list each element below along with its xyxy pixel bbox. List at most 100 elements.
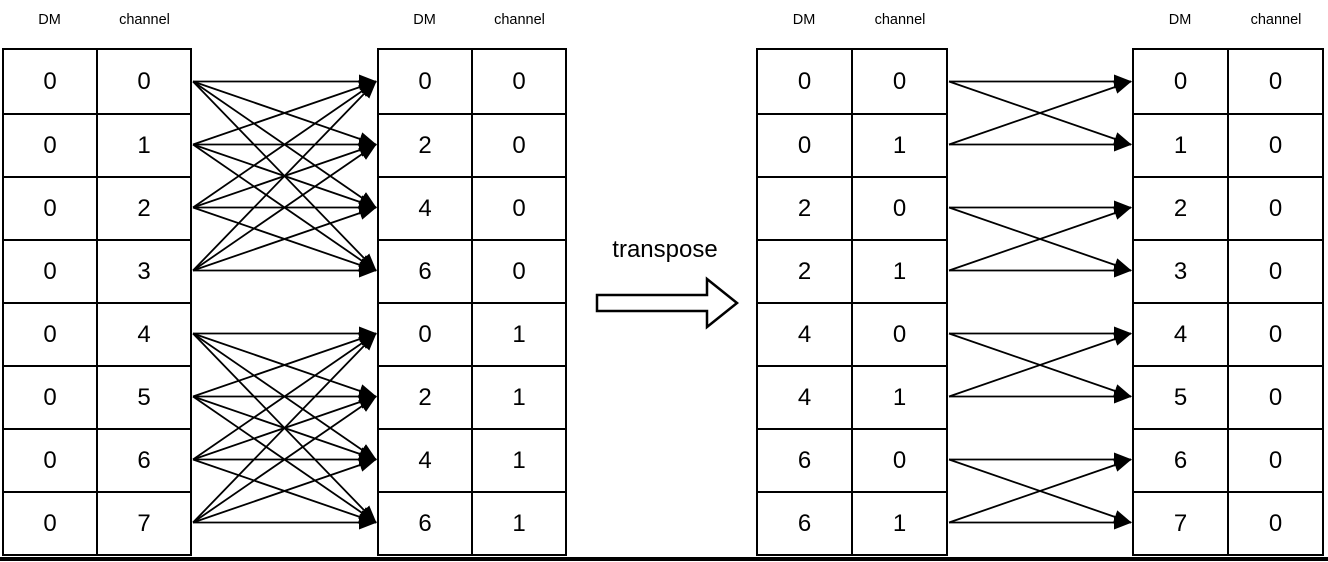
table-header-row: DM channel [756,8,948,32]
mapping-arrow [192,458,377,524]
mapping-arrow [192,80,377,209]
cell-channel: 0 [137,67,151,95]
mapping-arrow [192,458,377,524]
cell-dm: 1 [1134,115,1229,176]
mapping-arrow [192,395,377,524]
cell-dm: 0 [4,178,98,239]
cell-dm: 2 [758,241,853,302]
cell-dm: 2 [379,367,473,428]
cell-channel: 0 [512,257,526,285]
cell-channel: 1 [137,131,151,159]
mapping-arrow [192,143,377,272]
cell-channel: 1 [892,383,907,411]
cell-channel: 2 [137,194,151,222]
column-header-dm: DM [38,12,61,28]
cell-dm: 2 [1134,178,1229,239]
cell-channel: 1 [512,320,526,348]
mapping-arrow [192,80,377,272]
cell-channel: 0 [1268,509,1283,537]
mapping-arrow [192,395,377,524]
cell-channel: 5 [137,383,151,411]
cell-dm: 0 [4,304,98,365]
cell-channel: 0 [1268,194,1283,222]
cell-dm: 3 [1134,241,1229,302]
cell-channel: 6 [137,446,151,474]
cell-dm: 0 [379,50,473,113]
column-header-dm: DM [413,12,436,28]
column-header-channel: channel [119,12,170,28]
cell-channel: 1 [512,446,526,474]
mapping-arrow [948,458,1132,524]
cell-dm: 4 [379,178,473,239]
cell-dm: 6 [379,241,473,302]
cell-dm: 0 [758,115,853,176]
mapping-arrow [948,206,1132,272]
cell-dm: 6 [758,493,853,554]
cell-dm: 4 [379,430,473,491]
table-header-row: DM channel [2,8,192,32]
column-header-dm: DM [792,12,816,28]
column-header-channel: channel [874,12,926,28]
mapping-arrow [948,80,1132,146]
mapping-arrow [192,332,377,398]
mapping-arrow [948,80,1132,146]
cell-channel: 1 [512,509,526,537]
cell-dm: 0 [4,50,98,113]
mapping-arrow [192,80,377,146]
cell-dm: 0 [4,430,98,491]
cell-channel: 1 [892,131,907,159]
cell-dm: 2 [758,178,853,239]
cell-dm: 4 [758,304,853,365]
cell-channel: 0 [1268,67,1283,95]
cell-dm: 0 [4,241,98,302]
mapping-arrow [192,395,377,461]
cell-dm: 0 [4,493,98,554]
cell-channel: 0 [512,131,526,159]
cell-dm: 6 [1134,430,1229,491]
cell-channel: 1 [892,509,907,537]
mapping-arrow [192,143,377,272]
mapping-arrow [192,332,377,524]
mapping-arrow [192,332,377,524]
cell-channel: 0 [892,320,907,348]
cell-channel: 0 [512,67,526,95]
mapping-arrow [192,80,377,272]
cell-dm: 6 [379,493,473,554]
cell-dm: 5 [1134,367,1229,428]
cell-dm: 4 [1134,304,1229,365]
mapping-arrow [192,206,377,272]
cell-channel: 0 [892,446,907,474]
cell-dm: 0 [1134,50,1229,113]
mapping-arrow [192,206,377,272]
cell-dm: 0 [4,115,98,176]
mapping-arrow [948,332,1132,398]
cell-channel: 0 [1268,257,1283,285]
column-header-channel: channel [1250,12,1302,28]
bottom-border [0,557,1328,561]
cell-dm: 0 [4,367,98,428]
cell-channel: 7 [137,509,151,537]
